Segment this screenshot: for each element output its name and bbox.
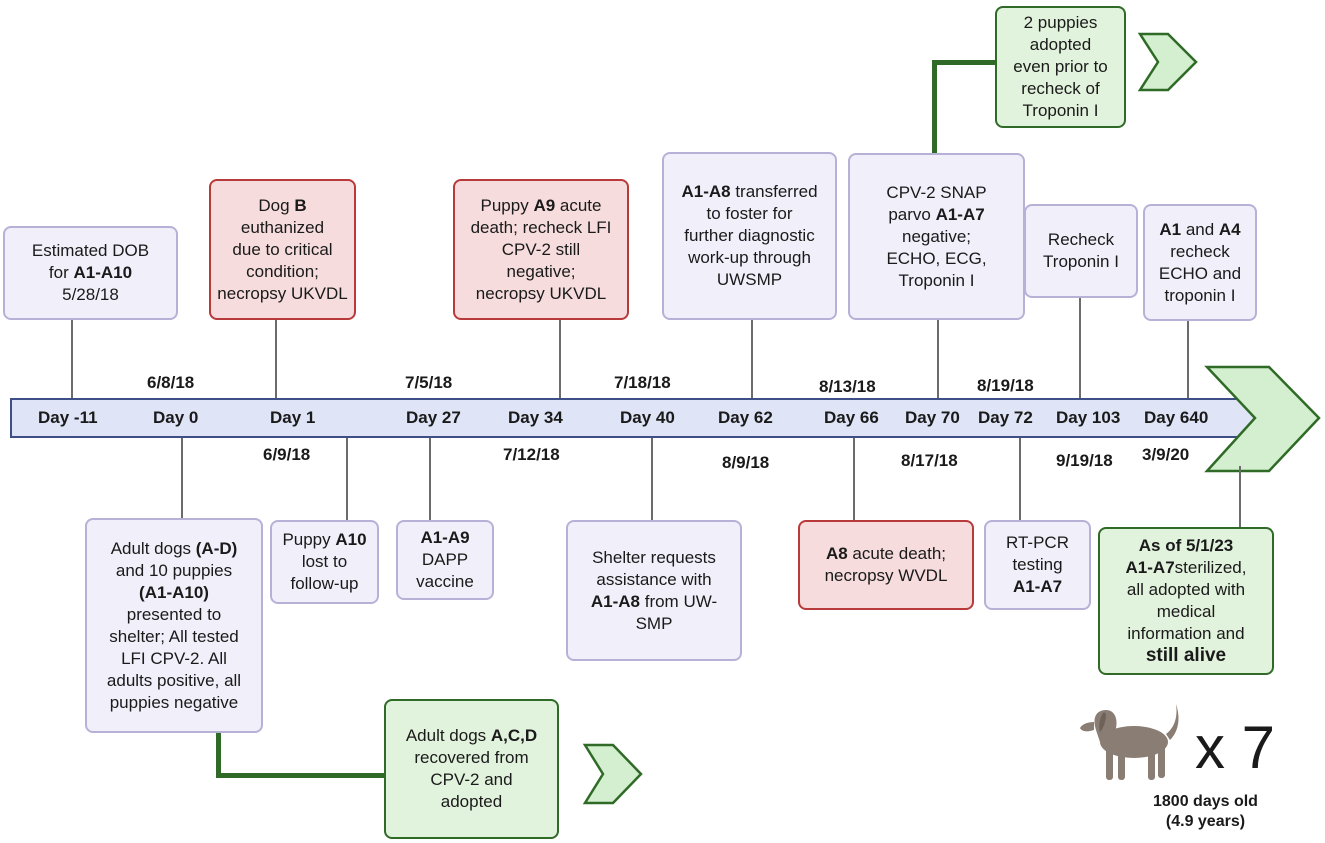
connector-line <box>429 438 431 520</box>
event-box-dog-b-euthanized: Dog B euthanized due to critical conditi… <box>209 179 356 320</box>
date-label: 3/9/20 <box>1142 445 1190 464</box>
connector-line <box>275 319 277 398</box>
green-connector <box>932 60 996 65</box>
event-box-adults-recovered: Adult dogs A,C,D recovered from CPV-2 an… <box>384 699 559 839</box>
dog-icon <box>1080 704 1179 780</box>
date-label: 8/13/18 <box>819 377 876 396</box>
event-box-recheck-troponin: Recheck Troponin I <box>1024 204 1138 298</box>
event-box-dapp-vaccine: A1-A9 DAPP vaccine <box>396 520 494 600</box>
date-label: 7/5/18 <box>405 373 453 392</box>
day-label: Day 70 <box>905 408 960 427</box>
connector-line <box>559 319 561 398</box>
connector-line <box>853 438 855 520</box>
day-label: Day 72 <box>978 408 1033 427</box>
chevron-arrow-icon <box>1137 32 1198 92</box>
day-label: Day -11 <box>38 408 98 427</box>
chevron-arrow-icon <box>582 743 643 805</box>
timeline-arrow-icon <box>1204 365 1321 473</box>
event-box-a9-death: Puppy A9 acute death; recheck LFI CPV-2 … <box>453 179 629 320</box>
event-box-estimated-dob: Estimated DOB for A1-A10 5/28/18 <box>3 226 178 320</box>
event-box-a8-death: A8 acute death; necropsy WVDL <box>798 520 974 610</box>
connector-line <box>1239 466 1241 528</box>
connector-line <box>1079 297 1081 398</box>
day-label: Day 66 <box>824 408 879 427</box>
event-box-adults-presented: Adult dogs (A-D) and 10 puppies (A1-A10)… <box>85 518 263 733</box>
connector-line <box>651 438 653 520</box>
date-label: 6/8/18 <box>147 373 195 392</box>
connector-line <box>71 319 73 398</box>
connector-line <box>1187 320 1189 398</box>
green-connector <box>932 60 937 154</box>
event-box-shelter-request: Shelter requests assistance with A1-A8 f… <box>566 520 742 661</box>
event-box-two-puppies-adopted: 2 puppies adopted even prior to recheck … <box>995 6 1126 128</box>
event-box-a10-lost: Puppy A10 lost to follow-up <box>270 520 379 604</box>
dog-count: x 7 <box>1195 714 1276 781</box>
connector-line <box>1019 438 1021 520</box>
day-label: Day 27 <box>406 408 461 427</box>
day-label: Day 34 <box>508 408 563 427</box>
connector-line <box>346 438 348 520</box>
connector-line <box>751 319 753 398</box>
green-connector <box>216 773 384 778</box>
date-label: 7/12/18 <box>503 445 560 464</box>
event-box-snap-test: CPV-2 SNAP parvo A1-A7 negative; ECHO, E… <box>848 153 1025 320</box>
day-label: Day 103 <box>1056 408 1121 427</box>
day-label: Day 40 <box>620 408 675 427</box>
day-label: Day 62 <box>718 408 773 427</box>
date-label: 9/19/18 <box>1056 451 1113 470</box>
date-label: 8/17/18 <box>901 451 958 470</box>
event-box-rt-pcr: RT-PCR testing A1-A7 <box>984 520 1091 610</box>
connector-line <box>937 319 939 398</box>
event-box-a1-a4-recheck: A1 and A4 recheck ECHO and troponin I <box>1143 204 1257 321</box>
date-label: 8/19/18 <box>977 376 1034 395</box>
event-box-still-alive: As of 5/1/23 A1-A7sterilized, all adopte… <box>1098 527 1274 675</box>
day-label: Day 640 <box>1144 408 1209 427</box>
timeline-bar <box>10 398 1258 438</box>
day-label: Day 0 <box>153 408 199 427</box>
date-label: 6/9/18 <box>263 445 311 464</box>
connector-line <box>181 438 183 518</box>
date-label: 8/9/18 <box>722 453 770 472</box>
green-connector <box>216 733 221 778</box>
day-label: Day 1 <box>270 408 316 427</box>
event-box-foster-transfer: A1-A8 transferred to foster for further … <box>662 152 837 320</box>
date-label: 7/18/18 <box>614 373 671 392</box>
age-caption: 1800 days old (4.9 years) <box>1153 793 1258 830</box>
